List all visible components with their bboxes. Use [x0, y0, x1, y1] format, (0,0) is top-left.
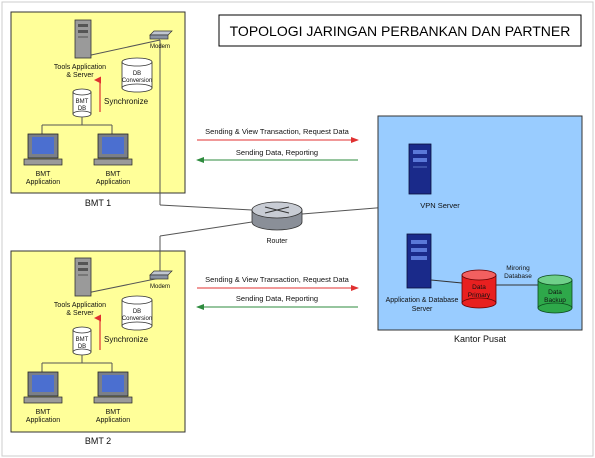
- app-db-server-icon: [406, 233, 432, 289]
- flows-bottom: Sending & View Transaction, Request Data…: [196, 275, 359, 310]
- bmt2-bmt-db-line1: BMT: [76, 337, 89, 343]
- bmt2-bmt-db-line2: DB: [78, 344, 86, 350]
- bmt2-synchronize-label: Synchronize: [104, 335, 149, 344]
- bmt1-db-conversion-icon: [121, 57, 153, 93]
- app-db-server-label-line2: Server: [412, 306, 433, 313]
- data-backup-icon: [537, 274, 573, 314]
- bmt2-app-right-line1: BMT: [106, 409, 122, 416]
- bmt2-modem-label: Modem: [150, 284, 170, 290]
- data-backup-line2: Backup: [544, 297, 566, 304]
- data-primary-icon: [461, 269, 497, 309]
- bmt2-server-label-line2: & Server: [66, 310, 94, 317]
- bmt1-pc-right-icon: [93, 133, 133, 166]
- data-backup-line1: Data: [548, 289, 562, 296]
- title-box: TOPOLOGI JARINGAN PERBANKAN DAN PARTNER: [218, 14, 582, 47]
- bmt1-bmt-db-line2: DB: [78, 106, 86, 112]
- bmt2-server-label-line1: Tools Application: [54, 302, 106, 309]
- bmt1-modem-label: Modem: [150, 44, 170, 50]
- bmt1-synchronize-label: Synchronize: [104, 97, 149, 106]
- app-db-server-label-line1: Application & Database: [386, 297, 459, 304]
- bmt2-site: BMT 2 Tools Application & Server Modem D…: [10, 236, 186, 446]
- kantor-pusat-label: Kantor Pusat: [454, 334, 507, 344]
- bmt2-app-left-line2: Application: [26, 417, 60, 424]
- bmt2-pc-right-icon: [93, 371, 133, 404]
- bmt2-server-icon: [74, 257, 92, 297]
- flow-bottom-send-label: Sending & View Transaction, Request Data: [205, 275, 350, 284]
- router-icon: [251, 201, 303, 231]
- bmt1-db-conversion-line1: DB: [133, 71, 141, 77]
- bmt1-label: BMT 1: [85, 198, 111, 208]
- bmt1-app-right-line1: BMT: [106, 171, 122, 178]
- flows-top: Sending & View Transaction, Request Data…: [196, 127, 359, 163]
- bmt2-db-conversion-line1: DB: [133, 309, 141, 315]
- bmt2-app-left-line1: BMT: [36, 409, 52, 416]
- bmt1-bmt-db-line1: BMT: [76, 99, 89, 105]
- router-section: Router: [159, 201, 419, 245]
- bmt2-db-conversion-icon: [121, 295, 153, 331]
- flow-top-return-label: Sending Data, Reporting: [236, 148, 318, 157]
- bmt1-pc-left-icon: [23, 133, 63, 166]
- bmt1-app-right-line2: Application: [96, 179, 130, 186]
- bmt1-app-left-line2: Application: [26, 179, 60, 186]
- flow-top-send-label: Sending & View Transaction, Request Data: [205, 127, 350, 136]
- bmt1-server-label-line1: Tools Application: [54, 64, 106, 71]
- bmt2-modem-icon: [149, 270, 173, 280]
- vpn-server-icon: [408, 143, 432, 195]
- bmt2-app-right-line2: Application: [96, 417, 130, 424]
- bmt1-db-conversion-line2: Conversion: [122, 78, 152, 84]
- bmt2-db-conversion-line2: Conversion: [122, 316, 152, 322]
- flow-bottom-return-label: Sending Data, Reporting: [236, 294, 318, 303]
- bmt1-bmt-db-icon: [72, 88, 92, 118]
- data-primary-line2: Primary: [468, 292, 491, 299]
- bmt1-server-icon: [74, 19, 92, 59]
- mirroring-label-line1: Miroring: [506, 265, 530, 272]
- bmt2-bmt-db-icon: [72, 326, 92, 356]
- bmt2-pc-left-icon: [23, 371, 63, 404]
- bmt1-modem-icon: [149, 30, 173, 40]
- data-primary-line1: Data: [472, 284, 486, 291]
- kantor-pusat-site: Kantor Pusat VPN Server Application & Da…: [377, 115, 583, 344]
- bmt2-label: BMT 2: [85, 436, 111, 446]
- router-label: Router: [266, 238, 288, 245]
- bmt1-server-label-line2: & Server: [66, 72, 94, 79]
- mirroring-label-line2: Database: [504, 273, 532, 280]
- vpn-server-label: VPN Server: [420, 201, 460, 210]
- bmt1-site: BMT 1 Tools Application & Server Modem D…: [10, 11, 186, 208]
- bmt1-app-left-line1: BMT: [36, 171, 52, 178]
- page-title: TOPOLOGI JARINGAN PERBANKAN DAN PARTNER: [230, 23, 571, 39]
